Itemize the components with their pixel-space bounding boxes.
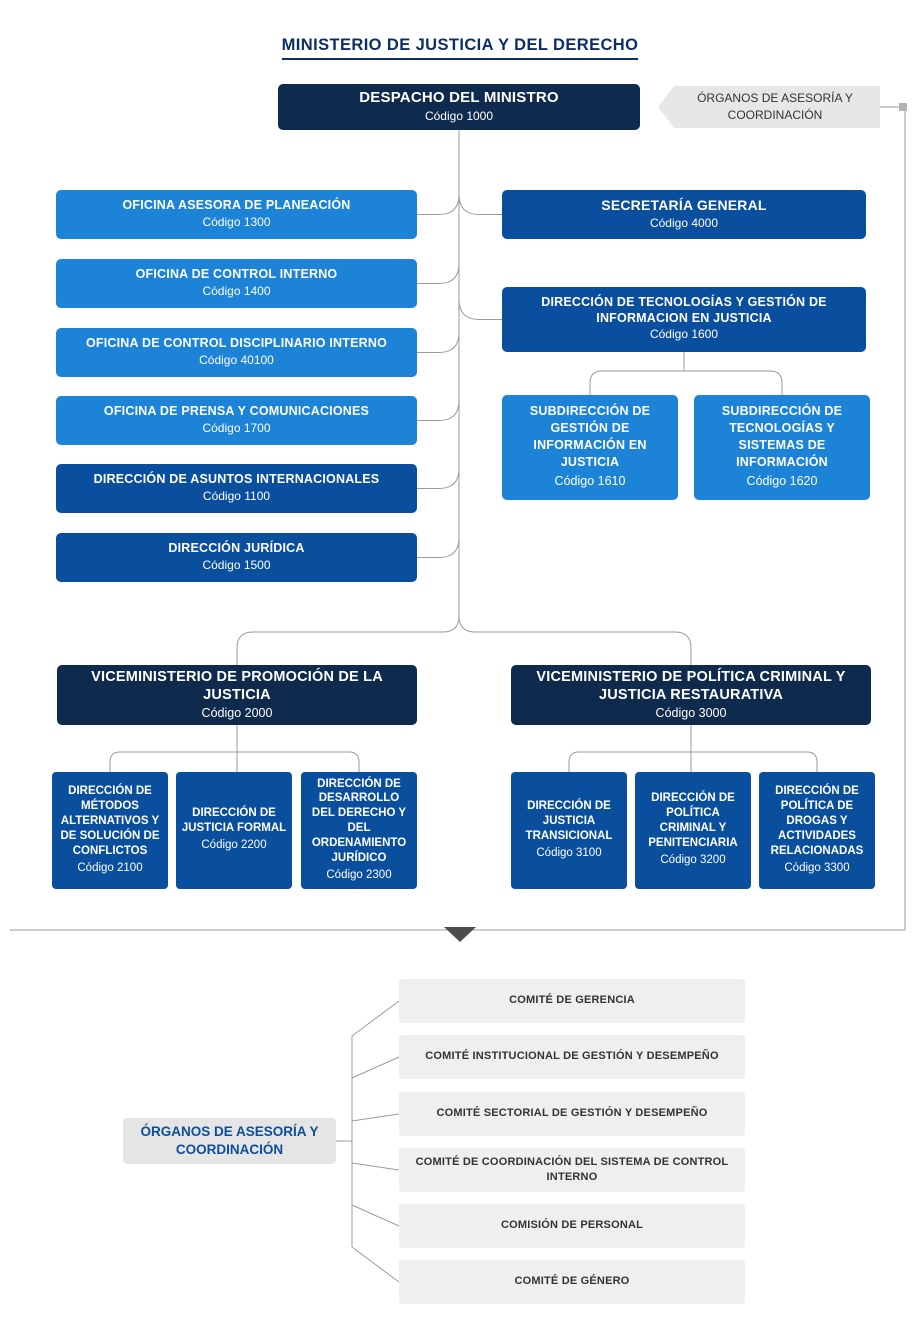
node-code: Código 1620 bbox=[746, 473, 818, 488]
node-code: Código 4000 bbox=[649, 215, 719, 230]
node-title: DIRECCIÓN DE POLÍTICA CRIMINAL Y PENITEN… bbox=[648, 792, 738, 850]
node-code: Código 2300 bbox=[326, 869, 392, 882]
node-title: OFICINA DE CONTROL DISCIPLINARIO INTERNO bbox=[85, 335, 388, 350]
node-code: Código 1400 bbox=[202, 283, 271, 298]
node-code: Código 1610 bbox=[554, 473, 626, 488]
node-code: Código 1300 bbox=[202, 214, 271, 229]
node-title: DIRECCIÓN DE ASUNTOS INTERNACIONALES bbox=[93, 471, 380, 486]
vice2-children-lines bbox=[568, 725, 818, 772]
organos-asesoria-label: ÓRGANOS DE ASESORÍA Y COORDINACIÓN bbox=[123, 1118, 336, 1164]
node-title: OFICINA DE CONTROL INTERNO bbox=[135, 266, 338, 281]
committee-institucional: COMITÉ INSTITUCIONAL DE GESTIÓN Y DESEMP… bbox=[399, 1035, 745, 1079]
node-code: Código 3100 bbox=[536, 846, 602, 859]
border-end-marker bbox=[899, 103, 907, 111]
node-control-interno: OFICINA DE CONTROL INTERNO Código 1400 bbox=[56, 259, 417, 308]
node-control-disciplinario: OFICINA DE CONTROL DISCIPLINARIO INTERNO… bbox=[56, 328, 417, 377]
committee-genero: COMITÉ DE GÉNERO bbox=[399, 1260, 745, 1304]
node-oficina-planeacion: OFICINA ASESORA DE PLANEACIÓN Código 130… bbox=[56, 190, 417, 239]
node-code: Código 2200 bbox=[201, 839, 267, 852]
node-code: Código 3000 bbox=[655, 706, 727, 721]
committee-sectorial: COMITÉ SECTORIAL DE GESTIÓN Y DESEMPEÑO bbox=[399, 1092, 745, 1136]
node-code: Código 1500 bbox=[202, 557, 271, 572]
node-title: OFICINA ASESORA DE PLANEACIÓN bbox=[122, 197, 351, 212]
node-politica-drogas: DIRECCIÓN DE POLÍTICA DE DROGAS Y ACTIVI… bbox=[759, 772, 875, 889]
bottom-fan-lines bbox=[336, 1000, 400, 1283]
organos-asesoria-tag: ÓRGANOS DE ASESORÍA Y COORDINACIÓN bbox=[658, 86, 880, 128]
node-despacho-del-ministro: DESPACHO DEL MINISTRO Código 1000 bbox=[278, 84, 640, 130]
node-title: DIRECCIÓN DE TECNOLOGÍAS Y GESTIÓN DE IN… bbox=[541, 295, 827, 325]
committee-control-interno: COMITÉ DE COORDINACIÓN DEL SISTEMA DE CO… bbox=[399, 1148, 745, 1192]
node-direccion-juridica: DIRECCIÓN JURÍDICA Código 1500 bbox=[56, 533, 417, 582]
node-subdireccion-gestion-informacion: SUBDIRECCIÓN DE GESTIÓN DE INFORMACIÓN E… bbox=[502, 395, 678, 500]
committee-gerencia: COMITÉ DE GERENCIA bbox=[399, 979, 745, 1023]
page-title-wrap: MINISTERIO DE JUSTICIA Y DEL DERECHO bbox=[0, 36, 920, 60]
viceministerio-split-lines bbox=[236, 615, 692, 665]
node-code: Código 1000 bbox=[424, 108, 494, 123]
node-title: DIRECCIÓN DE MÉTODOS ALTERNATIVOS Y DE S… bbox=[60, 784, 160, 857]
node-title: SUBDIRECCIÓN DE TECNOLOGÍAS Y SISTEMAS D… bbox=[721, 404, 843, 469]
node-code: Código 1700 bbox=[202, 420, 271, 435]
node-code: Código 1600 bbox=[649, 327, 719, 342]
node-title: DIRECCIÓN DE POLÍTICA DE DROGAS Y ACTIVI… bbox=[770, 784, 864, 857]
page-title: MINISTERIO DE JUSTICIA Y DEL DERECHO bbox=[281, 36, 639, 60]
node-title: VICEMINISTERIO DE POLÍTICA CRIMINAL Y JU… bbox=[536, 668, 846, 703]
committee-comision-personal: COMISIÓN DE PERSONAL bbox=[399, 1204, 745, 1248]
vice1-children-lines bbox=[109, 725, 360, 772]
node-subdireccion-tecnologias-sistemas: SUBDIRECCIÓN DE TECNOLOGÍAS Y SISTEMAS D… bbox=[694, 395, 870, 500]
node-title: DIRECCIÓN JURÍDICA bbox=[168, 540, 305, 555]
node-prensa-comunicaciones: OFICINA DE PRENSA Y COMUNICACIONES Códig… bbox=[56, 396, 417, 445]
node-viceministerio-promocion-justicia: VICEMINISTERIO DE PROMOCIÓN DE LA JUSTIC… bbox=[57, 665, 417, 725]
node-justicia-transicional: DIRECCIÓN DE JUSTICIA TRANSICIONAL Códig… bbox=[511, 772, 627, 889]
node-code: Código 3300 bbox=[784, 861, 850, 874]
node-title: OFICINA DE PRENSA Y COMUNICACIONES bbox=[103, 403, 370, 418]
node-title: DESPACHO DEL MINISTRO bbox=[359, 88, 559, 106]
node-tecnologias-gestion-informacion: DIRECCIÓN DE TECNOLOGÍAS Y GESTIÓN DE IN… bbox=[502, 287, 866, 352]
node-title: SUBDIRECCIÓN DE GESTIÓN DE INFORMACIÓN E… bbox=[529, 404, 651, 469]
node-politica-criminal-penitenciaria: DIRECCIÓN DE POLÍTICA CRIMINAL Y PENITEN… bbox=[635, 772, 751, 889]
node-viceministerio-politica-criminal: VICEMINISTERIO DE POLÍTICA CRIMINAL Y JU… bbox=[511, 665, 871, 725]
node-code: Código 2100 bbox=[77, 861, 143, 874]
right-branch-lines bbox=[458, 194, 502, 320]
node-asuntos-internacionales: DIRECCIÓN DE ASUNTOS INTERNACIONALES Cód… bbox=[56, 464, 417, 513]
node-title: VICEMINISTERIO DE PROMOCIÓN DE LA JUSTIC… bbox=[91, 668, 383, 703]
node-title: DIRECCIÓN DE DESARROLLO DEL DERECHO Y DE… bbox=[311, 777, 407, 865]
left-branch-lines bbox=[417, 194, 460, 558]
node-code: Código 1100 bbox=[202, 488, 271, 503]
node-code: Código 3200 bbox=[660, 854, 726, 867]
node-code: Código 40100 bbox=[199, 352, 274, 367]
node-title: DIRECCIÓN DE JUSTICIA TRANSICIONAL bbox=[525, 799, 613, 842]
node-secretaria-general: SECRETARÍA GENERAL Código 4000 bbox=[502, 190, 866, 239]
node-code: Código 2000 bbox=[201, 706, 273, 721]
node-desarrollo-derecho: DIRECCIÓN DE DESARROLLO DEL DERECHO Y DE… bbox=[301, 772, 417, 889]
node-justicia-formal: DIRECCIÓN DE JUSTICIA FORMAL Código 2200 bbox=[176, 772, 292, 889]
node-title: SECRETARÍA GENERAL bbox=[601, 197, 767, 214]
tecnologias-sub-lines bbox=[589, 352, 783, 395]
node-title: DIRECCIÓN DE JUSTICIA FORMAL bbox=[181, 807, 287, 835]
node-metodos-alternativos: DIRECCIÓN DE MÉTODOS ALTERNATIVOS Y DE S… bbox=[52, 772, 168, 889]
continuation-arrow-icon bbox=[444, 927, 476, 942]
